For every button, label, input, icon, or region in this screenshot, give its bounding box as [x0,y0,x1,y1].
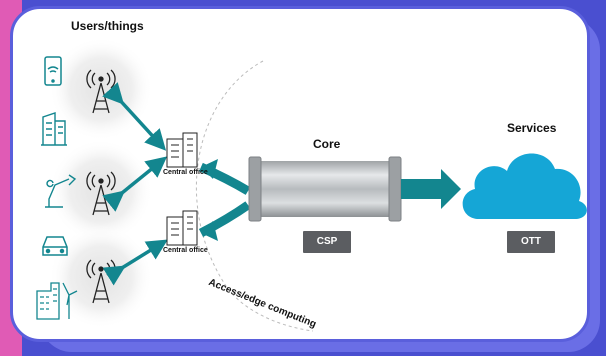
car-icon [42,236,68,256]
csp-label-box: CSP [303,231,351,253]
link-arrow-2 [102,156,168,212]
pipe-icon [255,161,395,217]
ott-label-box: OTT [507,231,555,253]
diagram-canvas [36,37,587,332]
diagram-card: Users/things Core Services Central offic… [10,6,590,342]
central-office-label: Central office [163,247,208,254]
services-label: Services [507,121,557,135]
core-to-cloud-arrow [401,169,461,209]
cloud-icon [462,153,587,219]
central-office-icon [166,132,198,168]
merge-arrow-head [201,221,218,241]
phone-icon [44,56,62,86]
smart-building-icon [36,282,60,320]
central-office-icon [166,210,198,246]
robot-arm-icon [45,174,77,208]
users-things-label: Users/things [71,19,144,33]
wind-turbine-icon [62,282,78,319]
pipe-flange-right [388,156,402,222]
building-icon [41,112,67,146]
central-office-label: Central office [163,169,208,176]
merge-arrow-head [201,159,218,179]
link-arrow-3 [102,239,168,286]
pipe-flange-left [248,156,262,222]
edge-boundary-arc [195,60,314,332]
link-arrow-1 [102,82,167,151]
core-label: Core [313,137,341,151]
